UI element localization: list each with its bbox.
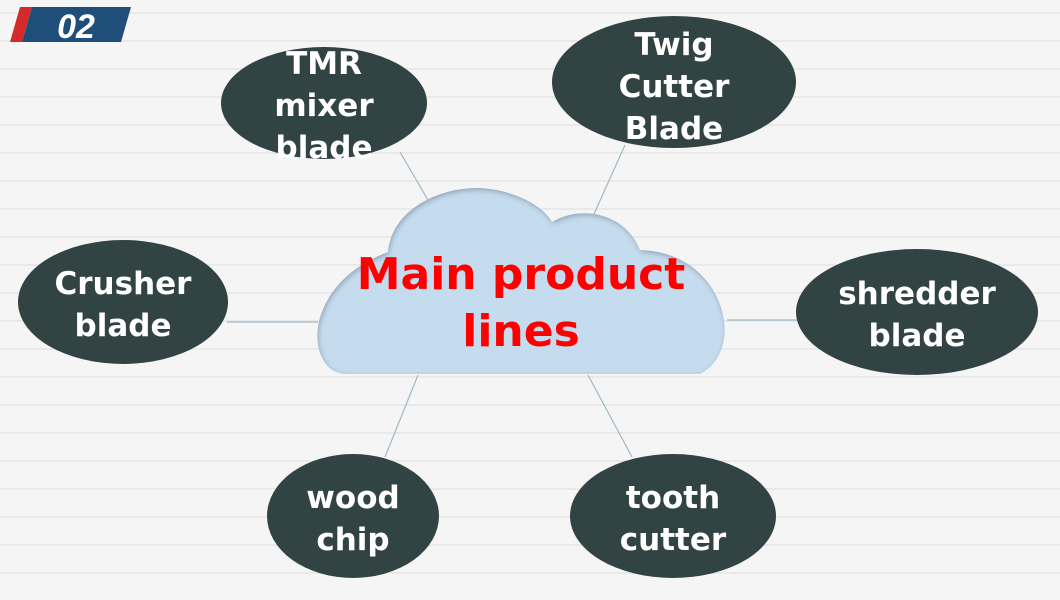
node-label: tooth [626, 480, 720, 516]
center-title-line1: Main product [357, 249, 686, 300]
node-label: blade [869, 318, 966, 354]
node-label: blade [75, 308, 172, 344]
node-label: mixer [274, 88, 374, 124]
connector-tmr [399, 151, 429, 201]
badge-accent [10, 7, 32, 42]
section-badge: 02 [10, 7, 131, 46]
node-shredder-blade: shredder blade [796, 249, 1038, 375]
node-label: TMR [286, 46, 362, 82]
connector-twig [593, 144, 626, 215]
main-cloud: Main product lines [317, 188, 725, 374]
center-title-line2: lines [462, 306, 580, 357]
badge-background [22, 7, 131, 42]
connector-wood [384, 374, 419, 458]
node-label: chip [316, 522, 389, 558]
node-label: Blade [625, 111, 723, 147]
node-label: Twig [634, 27, 713, 63]
node-label: wood [306, 480, 399, 516]
node-label: cutter [620, 522, 727, 558]
node-tooth-cutter: tooth cutter [570, 454, 776, 578]
node-label: shredder [838, 276, 996, 312]
node-crusher-blade: Crusher blade [18, 240, 228, 364]
node-tmr-mixer-blade: TMR mixer blade [221, 46, 427, 166]
cloud-shape [317, 188, 725, 374]
connectors [227, 144, 797, 458]
node-twig-cutter-blade: Twig Cutter Blade [552, 16, 796, 148]
node-wood-chip: wood chip [267, 454, 439, 578]
connector-tooth [587, 374, 633, 458]
node-label: Cutter [619, 69, 730, 105]
node-label: Crusher [55, 266, 193, 302]
badge-number: 02 [57, 8, 95, 46]
node-label: blade [276, 130, 373, 166]
